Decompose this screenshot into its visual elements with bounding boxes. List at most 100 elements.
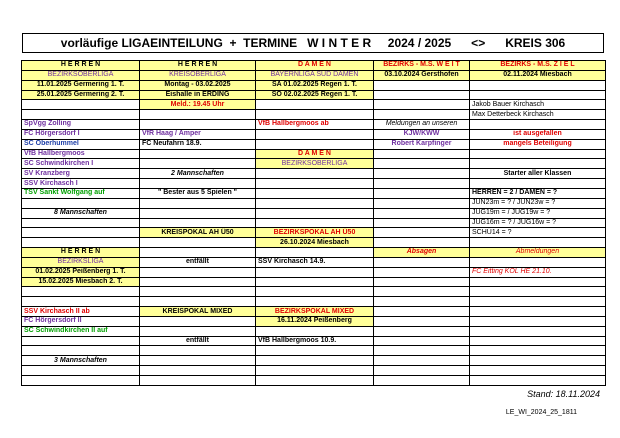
table-cell (373, 168, 470, 180)
table-cell (139, 286, 256, 298)
table-cell: 26.10.2024 Miesbach (255, 237, 374, 249)
table-cell (139, 207, 256, 219)
table-cell (373, 207, 470, 219)
table-cell: KREISPOKAL AH Ü50 (139, 227, 256, 239)
table-cell: ist ausgefallen (469, 128, 606, 140)
table-cell (139, 119, 256, 130)
table-cell (469, 306, 606, 317)
table-cell (469, 345, 606, 357)
table-cell (139, 375, 256, 386)
table-cell: FC Neufahrn 18.9. (139, 138, 256, 150)
table-cell: SC Schwindkirchen I (21, 158, 140, 170)
table-cell (373, 335, 470, 347)
table-cell (139, 345, 256, 357)
table-cell (255, 345, 374, 357)
table-cell (469, 315, 606, 327)
table-cell (139, 325, 256, 337)
table-cell: Eishalle in ERDING (139, 89, 256, 101)
table-cell (139, 315, 256, 327)
table-cell: Robert Karpfinger (373, 138, 470, 150)
table-cell: BEZIRKSPOKAL MIXED (255, 306, 374, 317)
table-cell (255, 286, 374, 298)
table-cell (21, 345, 140, 357)
table-cell: SO 02.02.2025 Regen 1. T. (255, 89, 374, 101)
table-cell (255, 168, 374, 180)
table-cell (469, 276, 606, 288)
table-cell: Abmeldungen (469, 247, 606, 258)
table-cell (255, 197, 374, 209)
table-cell (373, 266, 470, 278)
table-row: TSV Sankt Wolfgang auf" Bester aus 5 Spi… (21, 187, 606, 199)
table-row (21, 365, 606, 376)
table-cell (139, 158, 256, 170)
table-cell (373, 148, 470, 160)
table-cell (373, 158, 470, 170)
table-cell (21, 227, 140, 239)
table-cell: Starter aller Klassen (469, 168, 606, 180)
table-cell (21, 335, 140, 347)
table-cell (469, 119, 606, 130)
table-row: 01.02.2025 Peißenberg 1. T.FC Eitting KO… (21, 266, 606, 278)
table-row: JUG16m = ? / JUG16w = ? (21, 217, 606, 229)
table-cell: BAYERNLIGA SÜD DAMEN (255, 69, 374, 81)
table-cell (255, 325, 374, 337)
table-cell: 11.01.2025 Germering 1. T. (21, 79, 140, 91)
table-cell (373, 345, 470, 357)
table-cell: 15.02.2025 Miesbach 2. T. (21, 276, 140, 288)
table-cell (21, 197, 140, 209)
table-cell: SSV Kirchasch II ab (21, 306, 140, 317)
table-cell (373, 217, 470, 229)
table-cell (373, 109, 470, 121)
table-cell: SV Kranzberg (21, 168, 140, 180)
table-cell: 03.10.2024 Gersthofen (373, 69, 470, 81)
table-cell (21, 99, 140, 111)
table-cell (469, 375, 606, 386)
table-cell (469, 79, 606, 91)
table-cell (373, 315, 470, 327)
table-cell (21, 237, 140, 249)
table-cell: H E R R E N (21, 247, 140, 258)
table-row: 3 Mannschaften (21, 355, 606, 367)
table-cell: FC Hörgersdorf I (21, 128, 140, 140)
table-cell (255, 99, 374, 111)
table-cell: HERREN = 2 / DAMEN = ? (469, 187, 606, 199)
table-cell (139, 237, 256, 249)
table-cell (373, 237, 470, 249)
table-cell: SA 01.02.2025 Regen 1. T. (255, 79, 374, 91)
table-row (21, 375, 606, 386)
table-cell: KREISPOKAL MIXED (139, 306, 256, 317)
table-cell (255, 375, 374, 386)
table-cell (139, 109, 256, 121)
table-cell: 02.11.2024 Miesbach (469, 69, 606, 81)
table-cell: BEZIRKS - M.S. Z I E L (469, 60, 606, 71)
document-title: vorläufige LIGAEINTEILUNG + TERMINE W I … (22, 33, 604, 53)
table-cell (139, 148, 256, 160)
table-cell (469, 286, 606, 298)
table-cell: Absagen (373, 247, 470, 258)
table-cell (469, 355, 606, 367)
table-row: Max Detterbeck Kirchasch (21, 109, 606, 121)
table-cell: KREISOBERLIGA (139, 69, 256, 81)
stand-date: Stand: 18.11.2024 (527, 389, 600, 399)
table-row: 25.01.2025 Germering 2. T.Eishalle in ER… (21, 89, 606, 101)
table-row: SC Schwindkirchen II auf (21, 325, 606, 337)
table-cell: D A M E N (255, 60, 374, 71)
table-cell (21, 296, 140, 308)
table-cell: entfällt (139, 335, 256, 347)
document-code: LE_WI_2024_25_1811 (505, 409, 577, 416)
table-cell: VfB Hallbergmoos 10.9. (255, 335, 374, 347)
table-cell: SSV Kirchasch I (21, 178, 140, 189)
table-cell (255, 207, 374, 219)
table-cell: 25.01.2025 Germering 2. T. (21, 89, 140, 101)
table-cell: D A M E N (255, 148, 374, 160)
table-cell (373, 99, 470, 111)
table-cell (373, 89, 470, 101)
table-cell (255, 365, 374, 376)
